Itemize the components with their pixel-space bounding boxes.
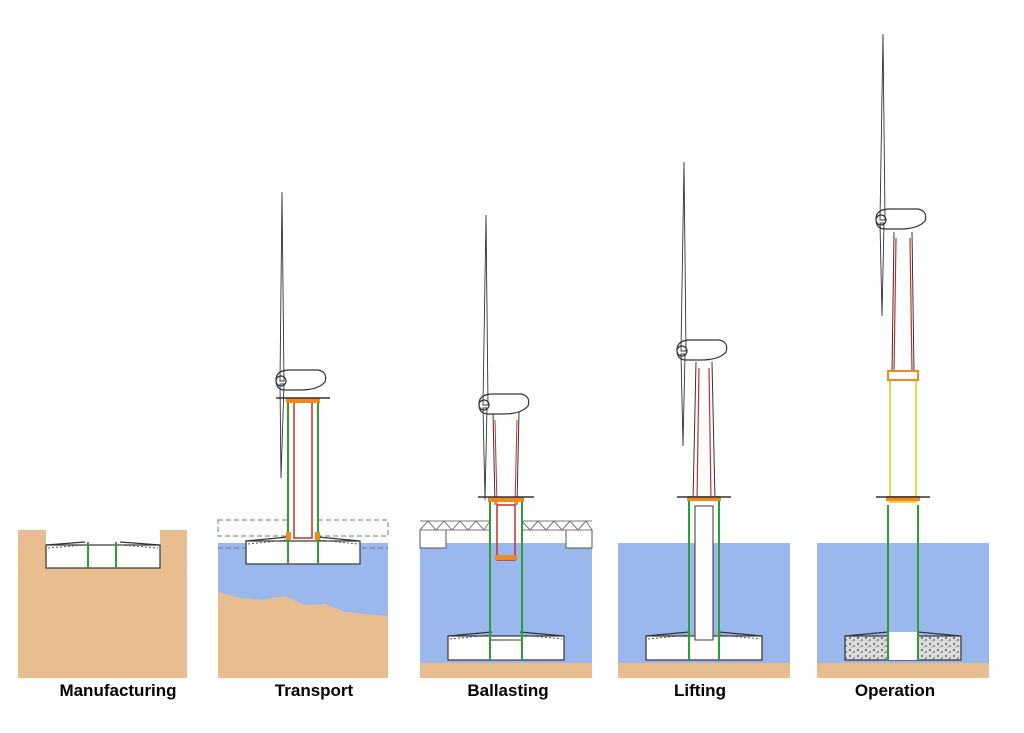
stage-label-lifting: Lifting (674, 681, 726, 700)
ballasting-turbine (478, 214, 530, 501)
stage-label-manufacturing: Manufacturing (59, 681, 177, 700)
lifting-seabed (618, 663, 790, 678)
lifting-tower (677, 361, 731, 660)
ballasting-foundation (447, 631, 565, 661)
transport-tower (276, 397, 330, 564)
stage-label-operation: Operation (854, 681, 936, 700)
transport-turbine (275, 191, 327, 479)
ballasting-barge-truss (419, 520, 593, 549)
manufacturing-panel (18, 530, 187, 678)
ballasting-panel (419, 214, 593, 678)
lifting-turbine (676, 161, 728, 447)
dry-dock-ground (18, 530, 187, 678)
operation-tower (876, 231, 930, 660)
ballasting-seabed (420, 663, 592, 678)
operation-panel (817, 33, 989, 678)
operation-foundation (844, 631, 962, 661)
transport-seabed (218, 592, 388, 678)
transport-foundation (245, 536, 361, 565)
stage-label-transport: Transport (274, 681, 354, 700)
operation-seabed (817, 663, 989, 678)
foundation-base (45, 541, 161, 569)
transport-panel (217, 191, 389, 678)
lifting-panel (618, 161, 790, 678)
ballasting-tower (478, 411, 534, 660)
operation-turbine (875, 33, 927, 317)
stage-label-ballasting: Ballasting (467, 681, 549, 700)
